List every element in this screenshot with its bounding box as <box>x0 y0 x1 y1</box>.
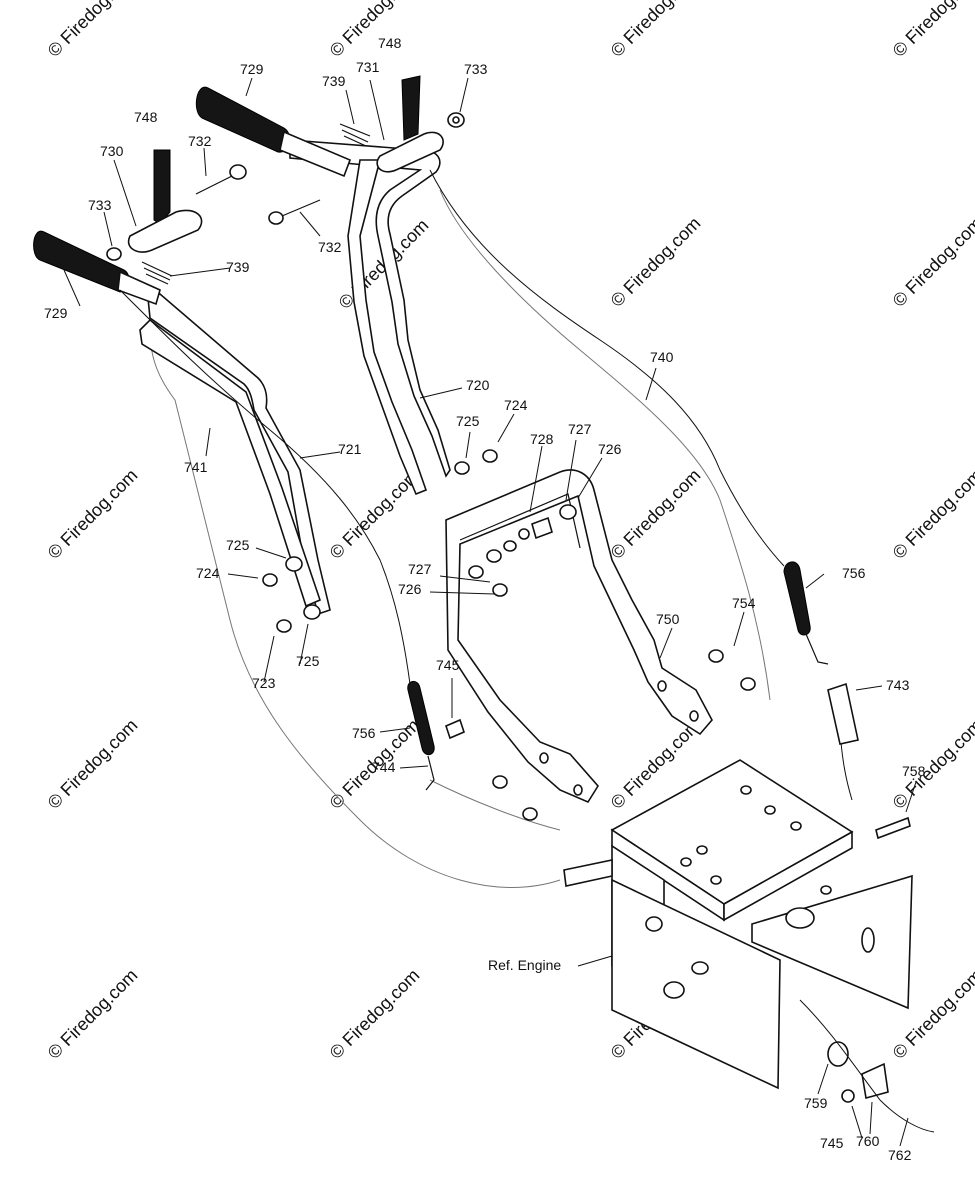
callout-721: 721 <box>338 441 362 457</box>
callout-759: 759 <box>804 1095 828 1111</box>
callouts: 729 729 748 748 739 739 731 733 733 730 … <box>44 35 926 1163</box>
callout-733: 733 <box>88 197 112 213</box>
watermark: © Firedog.com <box>44 965 142 1063</box>
callout-720: 720 <box>466 377 490 393</box>
watermark: © Firedog.com <box>607 465 705 563</box>
callout-725: 725 <box>456 413 480 429</box>
callout-732: 732 <box>318 239 342 255</box>
callout-725: 725 <box>226 537 250 553</box>
callout-729: 729 <box>44 305 68 321</box>
callout-760: 760 <box>856 1133 880 1149</box>
watermark: © Firedog.com <box>326 0 424 61</box>
housing <box>563 759 913 1090</box>
watermark: © Firedog.com <box>44 715 142 813</box>
callout-739: 739 <box>322 73 346 89</box>
callout-740: 740 <box>650 349 674 365</box>
callout-739: 739 <box>226 259 250 275</box>
callout-724: 724 <box>504 397 528 413</box>
callout-731: 731 <box>356 59 380 75</box>
callout-741: 741 <box>184 459 208 475</box>
callout-756: 756 <box>842 565 866 581</box>
callout-732: 732 <box>188 133 212 149</box>
callout-748: 748 <box>134 109 158 125</box>
watermark: © Firedog.com <box>889 213 975 311</box>
watermark: © Firedog.com <box>889 465 975 563</box>
callout-725: 725 <box>296 653 320 669</box>
watermark: © Firedog.com <box>607 0 705 61</box>
callout-724: 724 <box>196 565 220 581</box>
upper-handle <box>289 139 451 496</box>
callout-744: 744 <box>372 759 396 775</box>
callout-758: 758 <box>902 763 926 779</box>
callout-723: 723 <box>252 675 276 691</box>
levers <box>127 75 444 253</box>
callout-726: 726 <box>598 441 622 457</box>
grips <box>33 86 352 306</box>
watermark: © Firedog.com <box>44 0 142 61</box>
callout-748: 748 <box>378 35 402 51</box>
lower-handle-left <box>139 293 331 616</box>
watermark: © Firedog.com <box>326 465 424 563</box>
callout-728: 728 <box>530 431 554 447</box>
control-bar <box>445 469 713 804</box>
callout-750: 750 <box>656 611 680 627</box>
callout-727: 727 <box>408 561 432 577</box>
callout-726: 726 <box>398 581 422 597</box>
callout-730: 730 <box>100 143 124 159</box>
cables <box>119 169 935 1133</box>
callout-729: 729 <box>240 61 264 77</box>
hardware <box>106 112 911 1103</box>
springs <box>407 561 829 791</box>
watermark: © Firedog.com <box>326 965 424 1063</box>
callout-745: 745 <box>820 1135 844 1151</box>
callout-754: 754 <box>732 595 756 611</box>
callout-745: 745 <box>436 657 460 673</box>
watermark: © Firedog.com <box>44 465 142 563</box>
callout-727: 727 <box>568 421 592 437</box>
callout-743: 743 <box>886 677 910 693</box>
callout-756: 756 <box>352 725 376 741</box>
leader-lines <box>63 77 917 1147</box>
watermark: © Firedog.com <box>607 213 705 311</box>
bracket-743 <box>827 682 859 745</box>
callout-733: 733 <box>464 61 488 77</box>
handle-outline <box>149 189 771 888</box>
callout-762: 762 <box>888 1147 912 1163</box>
watermark: © Firedog.com <box>889 0 975 61</box>
ref-engine-label: Ref. Engine <box>488 957 561 973</box>
grip-left <box>33 230 130 293</box>
